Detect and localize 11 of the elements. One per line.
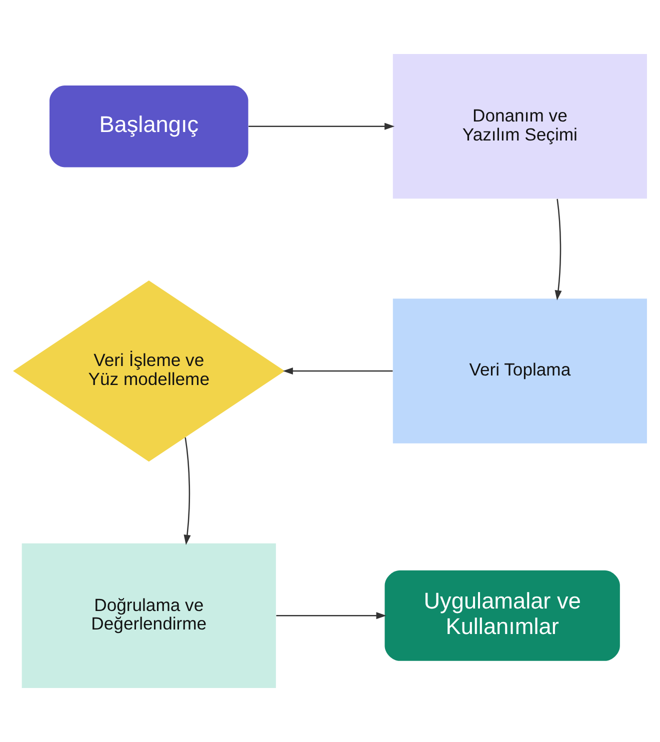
node-box: Donanım ve Yazılım Seçimi: [392, 54, 647, 199]
arrow: [248, 122, 395, 130]
node-diamond: Veri İşleme ve Yüz modelleme: [13, 280, 285, 462]
node-box: Doğrulama ve Değerlendirme: [22, 543, 276, 688]
arrow: [184, 437, 191, 545]
node-box: Uygulamalar ve Kullanımlar: [384, 570, 620, 661]
arrow: [282, 367, 393, 375]
arrow: [276, 612, 386, 620]
node-box: Veri Toplama: [392, 298, 647, 444]
node-box: Başlangıç: [50, 85, 248, 168]
arrow: [554, 198, 562, 300]
